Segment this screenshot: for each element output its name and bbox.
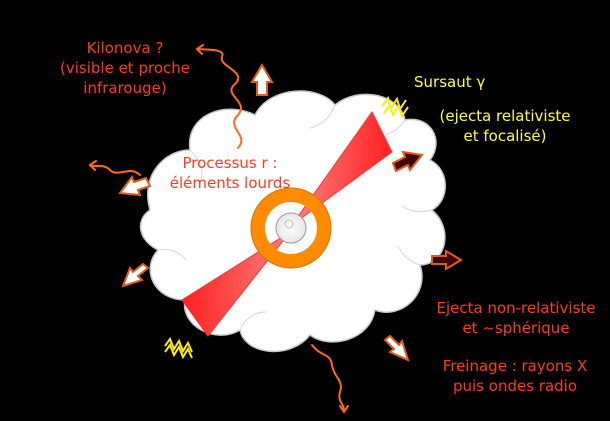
braking-label-line1: Freinage : rayons X: [442, 357, 588, 375]
braking-label-line2: puis ondes radio: [452, 377, 578, 395]
outflow-arrow-up: [250, 63, 274, 96]
cloud-contour: [157, 248, 187, 261]
outflow-arrow-left: [118, 174, 152, 197]
kilonova-label-line1: Kilonova ?: [86, 39, 164, 57]
photon-arrowhead: [196, 44, 204, 55]
jet-upper: [291, 111, 393, 226]
photon-arrowhead: [339, 405, 349, 413]
kilonova-label-line2: (visible et proche: [60, 59, 190, 77]
cloud-contour: [309, 104, 336, 129]
ejecta-label-line2: et ~sphérique: [462, 319, 570, 337]
cloud-contour: [401, 205, 433, 213]
cloud-contour: [397, 245, 421, 266]
braking-label: Freinage : rayons X puis ondes radio: [430, 356, 600, 396]
photon-arrowhead: [89, 160, 97, 171]
outflow-arrow-bottom-right: [383, 334, 410, 362]
cloud-contour: [189, 149, 203, 183]
torus: [251, 188, 331, 268]
outflow-arrow-lower-left: [121, 262, 150, 288]
photon-wave-left: [89, 164, 141, 176]
central-highlight: [284, 219, 294, 229]
rprocess-label-line2: éléments lourds: [169, 174, 291, 192]
kilonova-label-line3: infrarouge): [83, 79, 167, 97]
photon-wave-kilonova: [196, 48, 243, 149]
torus-outline: [250, 187, 332, 269]
rprocess-label: Processus r : éléments lourds: [160, 153, 300, 193]
gamma-zigzag-upper-2: [383, 102, 409, 119]
jet-arrow-right: [391, 150, 424, 173]
rprocess-label-line1: Processus r :: [182, 154, 278, 172]
ejecta-label-line1: Ejecta non-relativiste: [436, 299, 596, 317]
outflow-arrow-right: [431, 249, 463, 271]
gamma-zigzag-lower-2: [164, 342, 193, 360]
jet-lower: [181, 231, 291, 337]
gamma-zigzag-upper-1: [381, 95, 407, 112]
gamma-zigzag-lower-1: [164, 336, 193, 354]
grb-note-line1: (ejecta relativiste: [439, 107, 571, 125]
ejecta-label: Ejecta non-relativiste et ~sphérique: [424, 298, 608, 338]
photon-wave-bottom: [311, 344, 346, 413]
cloud-contour: [239, 311, 267, 331]
grb-title: Sursaut γ: [414, 73, 486, 91]
kilonova-label: Kilonova ? (visible et proche infrarouge…: [40, 38, 210, 98]
grb-note: (ejecta relativiste et focalisé): [425, 106, 585, 146]
grb-note-line2: et focalisé): [463, 127, 547, 145]
